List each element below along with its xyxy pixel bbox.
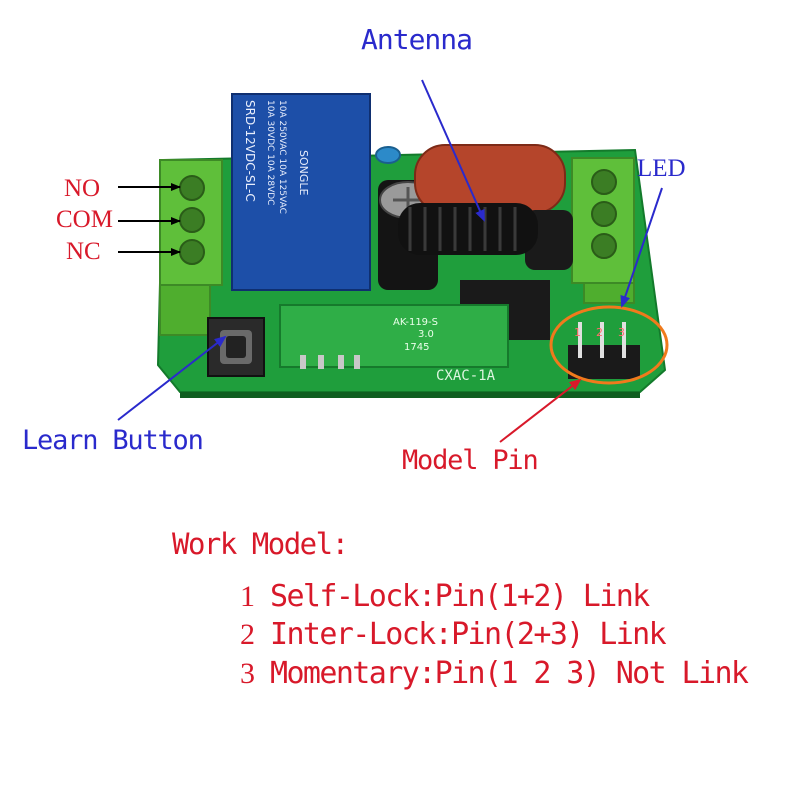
work-mode-3: 3 Momentary:Pin(1 2 3) Not Link (240, 656, 749, 691)
arrow-learn (117, 335, 227, 421)
work-mode-text: Momentary:Pin(1 2 3) Not Link (270, 656, 749, 691)
terminal-screw-no (179, 175, 205, 201)
terminal-screw-com (179, 207, 205, 233)
relay-text-2: 10A 30VDC 10A 28VDC (265, 100, 275, 205)
learn-button-label: Learn Button (22, 425, 204, 456)
arrow-model-pin (499, 378, 582, 443)
left-terminal-block (159, 159, 223, 336)
relay-brand: SONGLE (297, 150, 310, 196)
model-pin-highlight (549, 305, 669, 385)
pin-number-1: 1 (574, 326, 581, 339)
nc-label: NC (66, 238, 101, 265)
pcb-shadow (180, 392, 640, 398)
work-mode-text: Inter-Lock:Pin(2+3) Link (270, 617, 667, 652)
mode-header-pins: 1 2 3 (568, 322, 640, 379)
led-label: LED (637, 155, 686, 182)
pin-number-2: 2 (596, 326, 603, 339)
work-model-title: Work Model: (172, 527, 349, 561)
model-pin-label: Model Pin (402, 445, 539, 476)
work-mode-2: 2 Inter-Lock:Pin(2+3) Link (240, 617, 667, 652)
right-terminal-block (571, 157, 635, 304)
relay: SRD-12VDC-SL-C 10A 30VDC 10A 28VDC 10A 2… (231, 93, 371, 291)
small-capacitor (375, 146, 401, 164)
relay-text-3: 10A 250VAC 10A 125VAC (277, 100, 287, 214)
work-mode-number: 2 (240, 618, 255, 651)
relay-text-1: SRD-12VDC-SL-C (243, 100, 257, 202)
no-label: NO (64, 175, 101, 202)
work-mode-number: 1 (240, 580, 255, 613)
work-mode-1: 1 Self-Lock:Pin(1+2) Link (240, 579, 650, 614)
work-mode-text: Self-Lock:Pin(1+2) Link (270, 579, 650, 614)
rf-module: AK-119-S 3.0 1745 (279, 304, 509, 369)
arrow-led (620, 187, 663, 308)
antenna-label: Antenna (361, 23, 473, 56)
pcb-text: CXAC-1A (436, 368, 496, 384)
arrow-antenna (421, 79, 485, 222)
antenna-coil (398, 203, 538, 255)
module-text-1: AK-119-S (393, 317, 438, 328)
work-mode-number: 3 (240, 657, 255, 690)
learn-button-part (207, 317, 265, 377)
terminal-screw-nc (179, 239, 205, 265)
pin-number-3: 3 (618, 326, 625, 339)
module-text-2: 3.0 (418, 329, 434, 340)
module-text-3: 1745 (404, 342, 429, 353)
com-label: COM (56, 206, 113, 233)
film-capacitor (414, 144, 566, 214)
